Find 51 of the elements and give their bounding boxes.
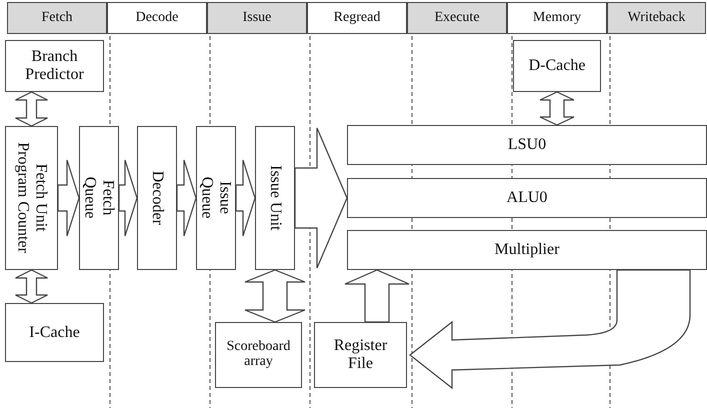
unit-label: Decoder [148,170,166,228]
unit-label: D-Cache [528,57,586,75]
stage-name: Writeback [628,10,686,26]
unit-box [5,40,104,92]
unit-box [314,322,407,388]
unit-label: Multiplier [494,241,560,259]
block-arrow [235,159,256,237]
unit-label: Branch Predictor [24,48,85,84]
block-arrow [14,269,48,304]
unit-box [5,126,58,270]
stage-name: Fetch [41,10,73,26]
block-arrow [118,159,138,237]
block-arrow [409,269,691,389]
execution-unit-box [347,178,707,218]
stage-header [607,2,706,34]
execution-unit-box [347,125,707,165]
unit-label: Fetch Unit Program Counter [14,142,50,256]
block-arrow [57,159,80,237]
unit-label: Issue Unit [266,164,284,233]
stage-header [207,2,307,34]
unit-label: Fetch Queue [81,176,117,221]
stage-header [307,2,407,34]
unit-box [255,126,295,270]
stage-name: Regread [334,10,380,26]
stage-name: Execute [434,10,480,26]
unit-label: ALU0 [506,189,548,207]
block-arrow [176,159,197,237]
stage-name: Issue [242,10,272,26]
unit-box [215,322,302,388]
block-arrow [539,91,575,126]
block-arrow [344,269,410,323]
unit-label: Issue Queue [198,176,234,221]
unit-label: LSU0 [508,136,546,154]
unit-box [196,126,236,270]
unit-box [513,40,601,92]
unit-label: I-Cache [29,324,80,342]
stage-header [407,2,507,34]
unit-label: Scoreboard array [226,340,292,370]
unit-label: Register File [332,337,388,373]
unit-box [137,126,177,270]
unit-box [5,303,104,362]
stage-header [507,2,607,34]
stage-header [7,2,107,34]
execution-unit-box [347,230,707,270]
block-arrow [244,269,306,323]
stage-name: Memory [532,10,582,26]
stage-header [107,2,207,34]
block-arrow [294,127,348,269]
stage-name: Decode [136,10,178,26]
unit-box [79,126,119,270]
block-arrow [14,91,48,127]
